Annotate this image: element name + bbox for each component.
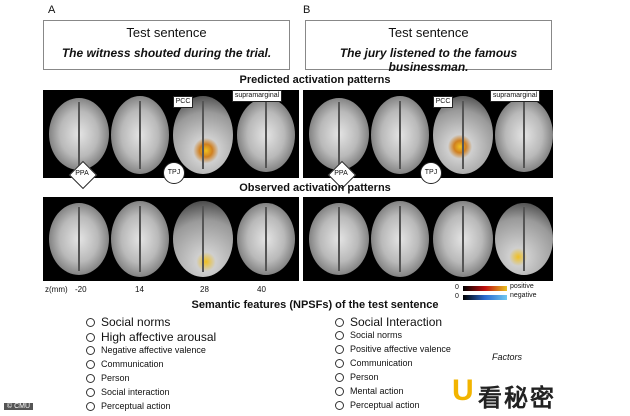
callout-supramarginal-a: supramarginal	[232, 90, 282, 102]
feature-item: Social norms	[86, 315, 170, 329]
credit: © CMU	[4, 403, 34, 410]
callout-tpj-b: TPJ	[420, 162, 442, 184]
colorbar-negative	[463, 295, 507, 300]
feature-label: Social norms	[350, 330, 403, 340]
watermark-text: 看秘密	[478, 385, 556, 412]
feature-label: Perceptual action	[101, 401, 171, 411]
brain-slice	[173, 96, 233, 174]
predicted-title: Predicted activation patterns	[239, 74, 391, 86]
bullet-circle-icon	[335, 345, 344, 355]
z-axis-label: z(mm)	[45, 285, 68, 294]
feature-item: Communication	[335, 358, 413, 369]
feature-item: Social Interaction	[335, 315, 442, 329]
observed-brains-a	[43, 197, 299, 281]
callout-tpj-a: TPJ	[163, 162, 185, 184]
colorbar-zero-pos: 0	[455, 284, 459, 291]
callout-pcc-a: PCC	[173, 96, 193, 108]
callout-supramarginal-b: supramarginal	[490, 90, 540, 102]
feature-item: Perceptual action	[86, 401, 171, 412]
brain-slice	[173, 201, 233, 277]
sentence-box-a: Test sentence The witness shouted during…	[43, 20, 290, 70]
z-value: -20	[75, 285, 87, 294]
brain-slice	[49, 203, 109, 275]
sentence-text-b: The jury listened to the famous business…	[339, 46, 518, 74]
brain-slice	[433, 201, 493, 277]
sentence-title-a: Test sentence	[126, 25, 207, 40]
factors-label: Factors	[492, 352, 523, 362]
bullet-circle-icon	[335, 359, 344, 369]
brain-slice	[237, 98, 295, 172]
brain-slice	[309, 203, 369, 275]
brain-slice	[495, 98, 553, 172]
feature-label: Mental action	[350, 386, 404, 396]
bullet-circle-icon	[335, 318, 344, 328]
bullet-circle-icon	[335, 373, 344, 383]
bullet-circle-icon	[86, 388, 95, 398]
brain-slice	[111, 96, 169, 174]
colorbar-negative-label: negative	[510, 292, 537, 299]
brain-slice	[111, 201, 169, 277]
z-value: 28	[200, 285, 209, 294]
brain-slice	[49, 98, 109, 170]
feature-label: Positive affective valence	[350, 344, 451, 354]
z-value: 40	[257, 285, 266, 294]
bullet-circle-icon	[86, 374, 95, 384]
brain-slice	[237, 203, 295, 275]
colorbar-zero-neg: 0	[455, 293, 459, 300]
colorbar-positive-label: positive	[510, 283, 534, 290]
feature-item: Communication	[86, 359, 164, 370]
observed-title: Observed activation patterns	[239, 182, 391, 194]
panel-letter-a: A	[48, 4, 56, 16]
brain-slice	[309, 98, 369, 170]
semantic-title: Semantic features (NPSFs) of the test se…	[191, 299, 439, 311]
bullet-circle-icon	[86, 333, 95, 343]
z-value: 14	[135, 285, 144, 294]
feature-item: Positive affective valence	[335, 344, 451, 355]
feature-label: Person	[350, 372, 379, 382]
colorbar-positive	[463, 286, 507, 291]
brain-slice	[495, 203, 553, 275]
feature-item: Person	[86, 373, 130, 384]
feature-item: Negative affective valence	[86, 345, 206, 356]
bullet-circle-icon	[86, 346, 95, 356]
bullet-circle-icon	[335, 331, 344, 341]
sentence-title-b: Test sentence	[388, 25, 469, 40]
brain-slice	[433, 96, 493, 174]
feature-label: Perceptual action	[350, 400, 420, 410]
observed-brains-b	[303, 197, 553, 281]
feature-label: Social norms	[101, 315, 171, 329]
feature-label: Social interaction	[101, 387, 170, 397]
feature-item: Perceptual action	[335, 400, 420, 411]
bullet-circle-icon	[86, 402, 95, 412]
callout-pcc-b: PCC	[433, 96, 453, 108]
feature-label: Communication	[350, 358, 413, 368]
callout-ppa-a: PPA	[75, 170, 89, 177]
feature-item: High affective arousal	[86, 330, 216, 344]
watermark-logo: U 看秘密	[452, 374, 622, 412]
feature-label: High affective arousal	[101, 330, 217, 344]
feature-label: Social Interaction	[350, 315, 443, 329]
bullet-circle-icon	[335, 401, 344, 411]
sentence-text-a: The witness shouted during the trial.	[61, 46, 272, 60]
bullet-circle-icon	[86, 318, 95, 328]
feature-label: Negative affective valence	[101, 345, 206, 355]
callout-ppa-b: PPA	[334, 170, 348, 177]
brain-slice	[371, 201, 429, 277]
feature-item: Social norms	[335, 330, 403, 341]
brain-slice	[371, 96, 429, 174]
feature-item: Social interaction	[86, 387, 170, 398]
bullet-circle-icon	[335, 387, 344, 397]
feature-label: Person	[101, 373, 130, 383]
panel-letter-b: B	[303, 4, 311, 16]
watermark-u: U	[452, 374, 474, 407]
feature-item: Person	[335, 372, 379, 383]
feature-item: Mental action	[335, 386, 404, 397]
sentence-box-b: Test sentence The jury listened to the f…	[305, 20, 552, 74]
feature-label: Communication	[101, 359, 164, 369]
predicted-brains-a	[43, 90, 299, 178]
bullet-circle-icon	[86, 360, 95, 370]
